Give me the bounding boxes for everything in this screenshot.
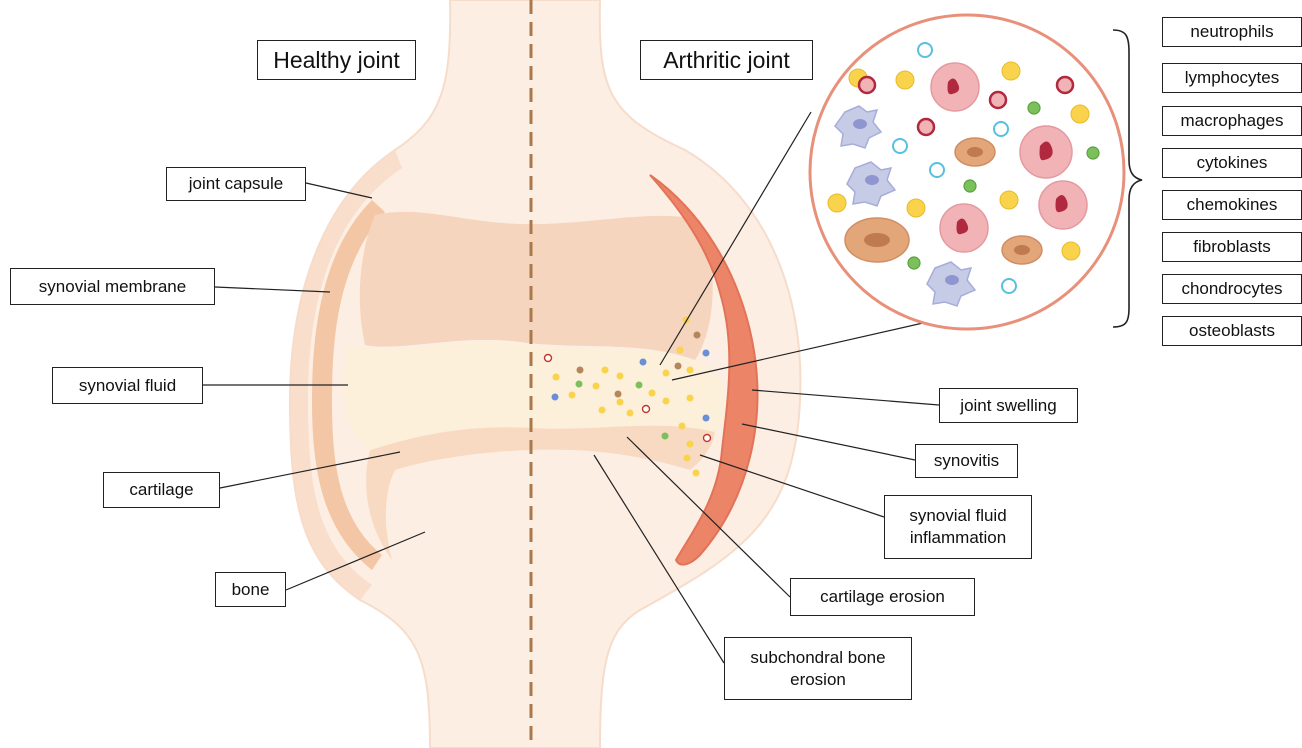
label-synovial-fluid-inflammation: synovial fluid inflammation (884, 495, 1032, 559)
cell-type-osteoblasts: osteoblasts (1162, 316, 1302, 346)
label-joint-capsule: joint capsule (166, 167, 306, 201)
cell-type-macrophages: macrophages (1162, 106, 1302, 136)
label-cartilage-erosion: cartilage erosion (790, 578, 975, 616)
label-cartilage: cartilage (103, 472, 220, 508)
cell-type-cytokines: cytokines (1162, 148, 1302, 178)
label-synovial-fluid: synovial fluid (52, 367, 203, 404)
label-bone: bone (215, 572, 286, 607)
label-joint-swelling: joint swelling (939, 388, 1078, 423)
upper-bone-end (360, 212, 713, 360)
arthritic-joint-title: Arthritic joint (640, 40, 813, 80)
cell-type-neutrophils: neutrophils (1162, 17, 1302, 47)
label-synovial-membrane: synovial membrane (10, 268, 215, 305)
cell-type-chemokines: chemokines (1162, 190, 1302, 220)
healthy-joint-title: Healthy joint (257, 40, 416, 80)
label-synovitis: synovitis (915, 444, 1018, 478)
cell-type-fibroblasts: fibroblasts (1162, 232, 1302, 262)
label-subchondral-bone-erosion: subchondral bone erosion (724, 637, 912, 700)
cell-type-chondrocytes: chondrocytes (1162, 274, 1302, 304)
cell-type-lymphocytes: lymphocytes (1162, 63, 1302, 93)
